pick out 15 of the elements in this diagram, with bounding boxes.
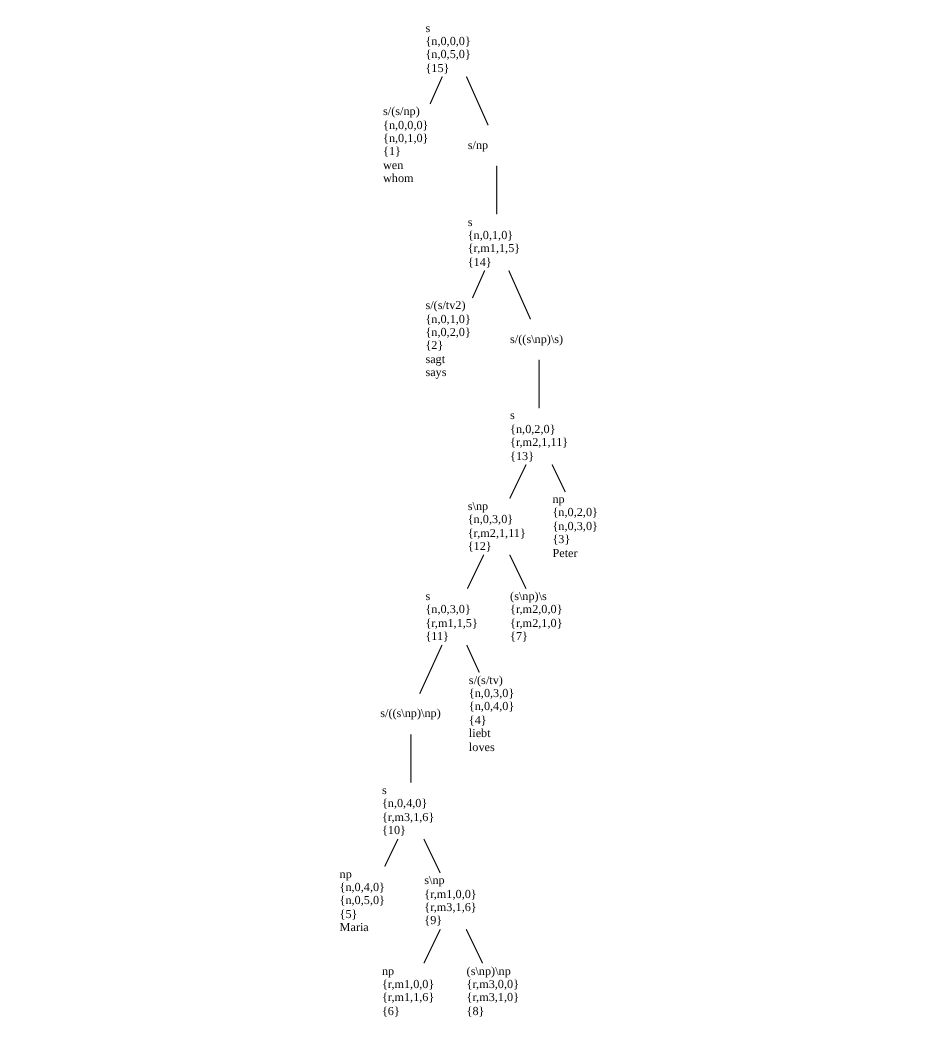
connector <box>428 75 442 105</box>
connector <box>464 75 488 126</box>
connector <box>418 644 442 695</box>
connector <box>422 838 440 874</box>
connector <box>422 928 440 964</box>
connector <box>465 644 479 673</box>
connector <box>550 463 565 493</box>
connector <box>470 269 485 299</box>
connector <box>508 554 526 590</box>
connector <box>464 928 483 964</box>
connector <box>507 269 531 320</box>
connector <box>495 165 497 215</box>
connector <box>383 838 398 868</box>
connector <box>465 554 484 590</box>
connector <box>508 463 526 500</box>
